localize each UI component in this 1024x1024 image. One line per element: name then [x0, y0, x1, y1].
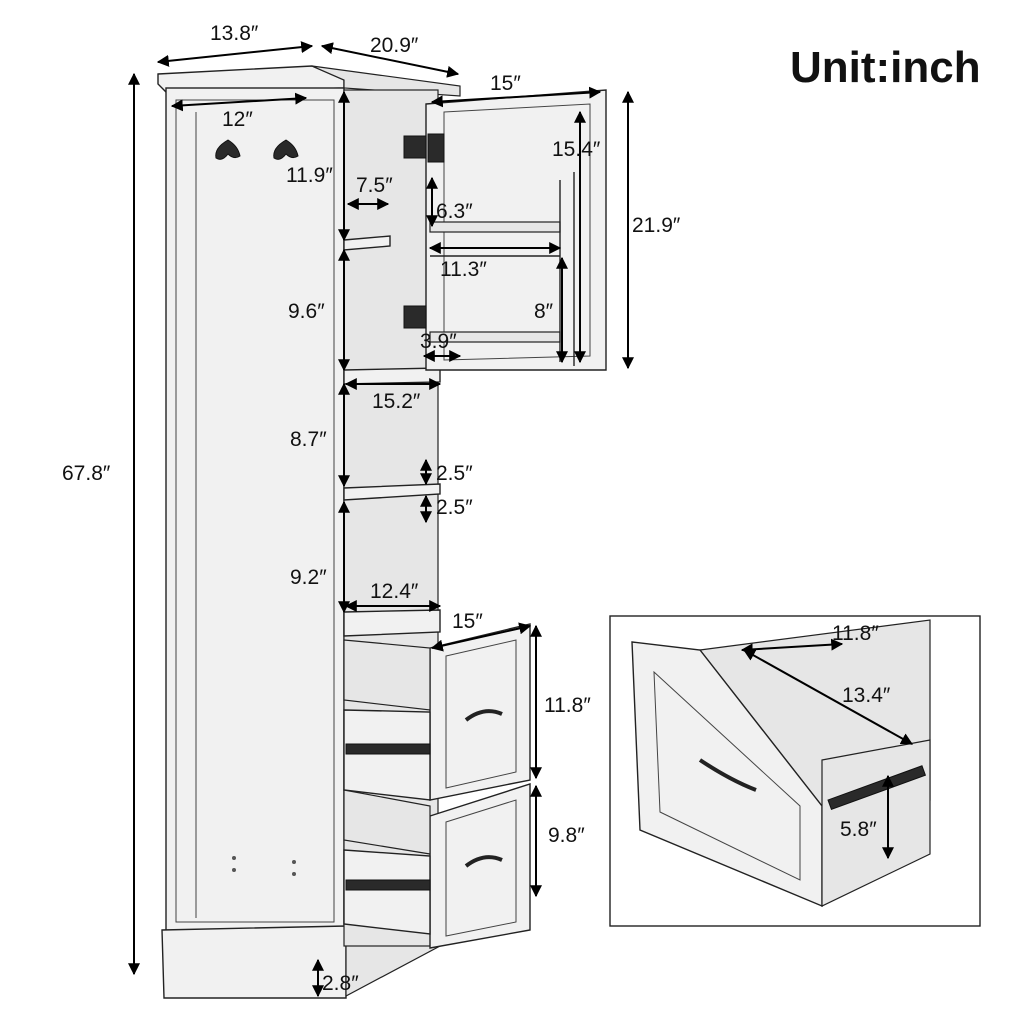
label-open-shelf-height-2: 9.2″: [290, 566, 327, 589]
label-compartment-height-1: 11.9″: [286, 164, 333, 187]
label-door-rack-depth: 3.9″: [420, 330, 457, 353]
label-inset-drawer-width: 11.8″: [832, 622, 879, 645]
label-open-shelf-height-1: 8.7″: [290, 428, 327, 451]
drawer-handle-icon: [464, 709, 503, 722]
cabinet-illustration: [157, 65, 607, 999]
label-drawer-height-1: 11.8″: [544, 694, 591, 717]
label-open-shelf-width: 15.2″: [372, 390, 421, 413]
label-total-height: 67.8″: [62, 462, 111, 485]
drawer-slide-upper: [345, 743, 431, 755]
label-drawer-width: 15″: [452, 610, 483, 633]
cabinet-base: [161, 925, 347, 999]
label-base-height: 2.8″: [322, 972, 359, 995]
drawer-handle-icon: [464, 855, 503, 868]
label-door-rack-height: 8″: [534, 300, 554, 323]
label-top-width: 20.9″: [370, 34, 419, 57]
hinge-icon: [403, 305, 427, 329]
drawer-slide-lower: [345, 879, 431, 891]
label-door-height-inner: 15.4″: [552, 138, 601, 161]
drawer-front-lower: [429, 783, 531, 949]
label-top-depth: 13.8″: [210, 22, 259, 45]
drawer-detail-inset: [609, 615, 981, 927]
drawer-handle-icon: [698, 758, 757, 792]
label-door-rack-width: 11.3″: [440, 258, 487, 281]
label-compartment-height-2: 9.6″: [288, 300, 325, 323]
dimension-lines: [128, 41, 914, 998]
unit-title: Unit:inch: [790, 43, 981, 92]
label-door-shelf-gap: 6.3″: [436, 200, 473, 223]
label-shelf-depth: 7.5″: [356, 174, 393, 197]
cabinet-front-panel: [165, 87, 345, 935]
label-inner-width-bottom: 12.4″: [370, 580, 419, 603]
coat-hook-icon: [273, 139, 299, 160]
label-drawer-height-2: 9.8″: [548, 824, 585, 847]
label-shelf-adjust-down: 2.5″: [436, 496, 473, 519]
label-door-width: 15″: [490, 72, 521, 95]
label-inner-width-top: 12″: [222, 108, 253, 131]
hinge-icon: [403, 133, 445, 163]
label-shelf-adjust-up: 2.5″: [436, 462, 473, 485]
label-inset-drawer-depth: 13.4″: [842, 684, 891, 707]
label-inset-drawer-height: 5.8″: [840, 818, 877, 841]
coat-hook-icon: [215, 139, 241, 160]
label-door-height: 21.9″: [632, 214, 681, 237]
door-rack-bar-top: [429, 221, 561, 233]
